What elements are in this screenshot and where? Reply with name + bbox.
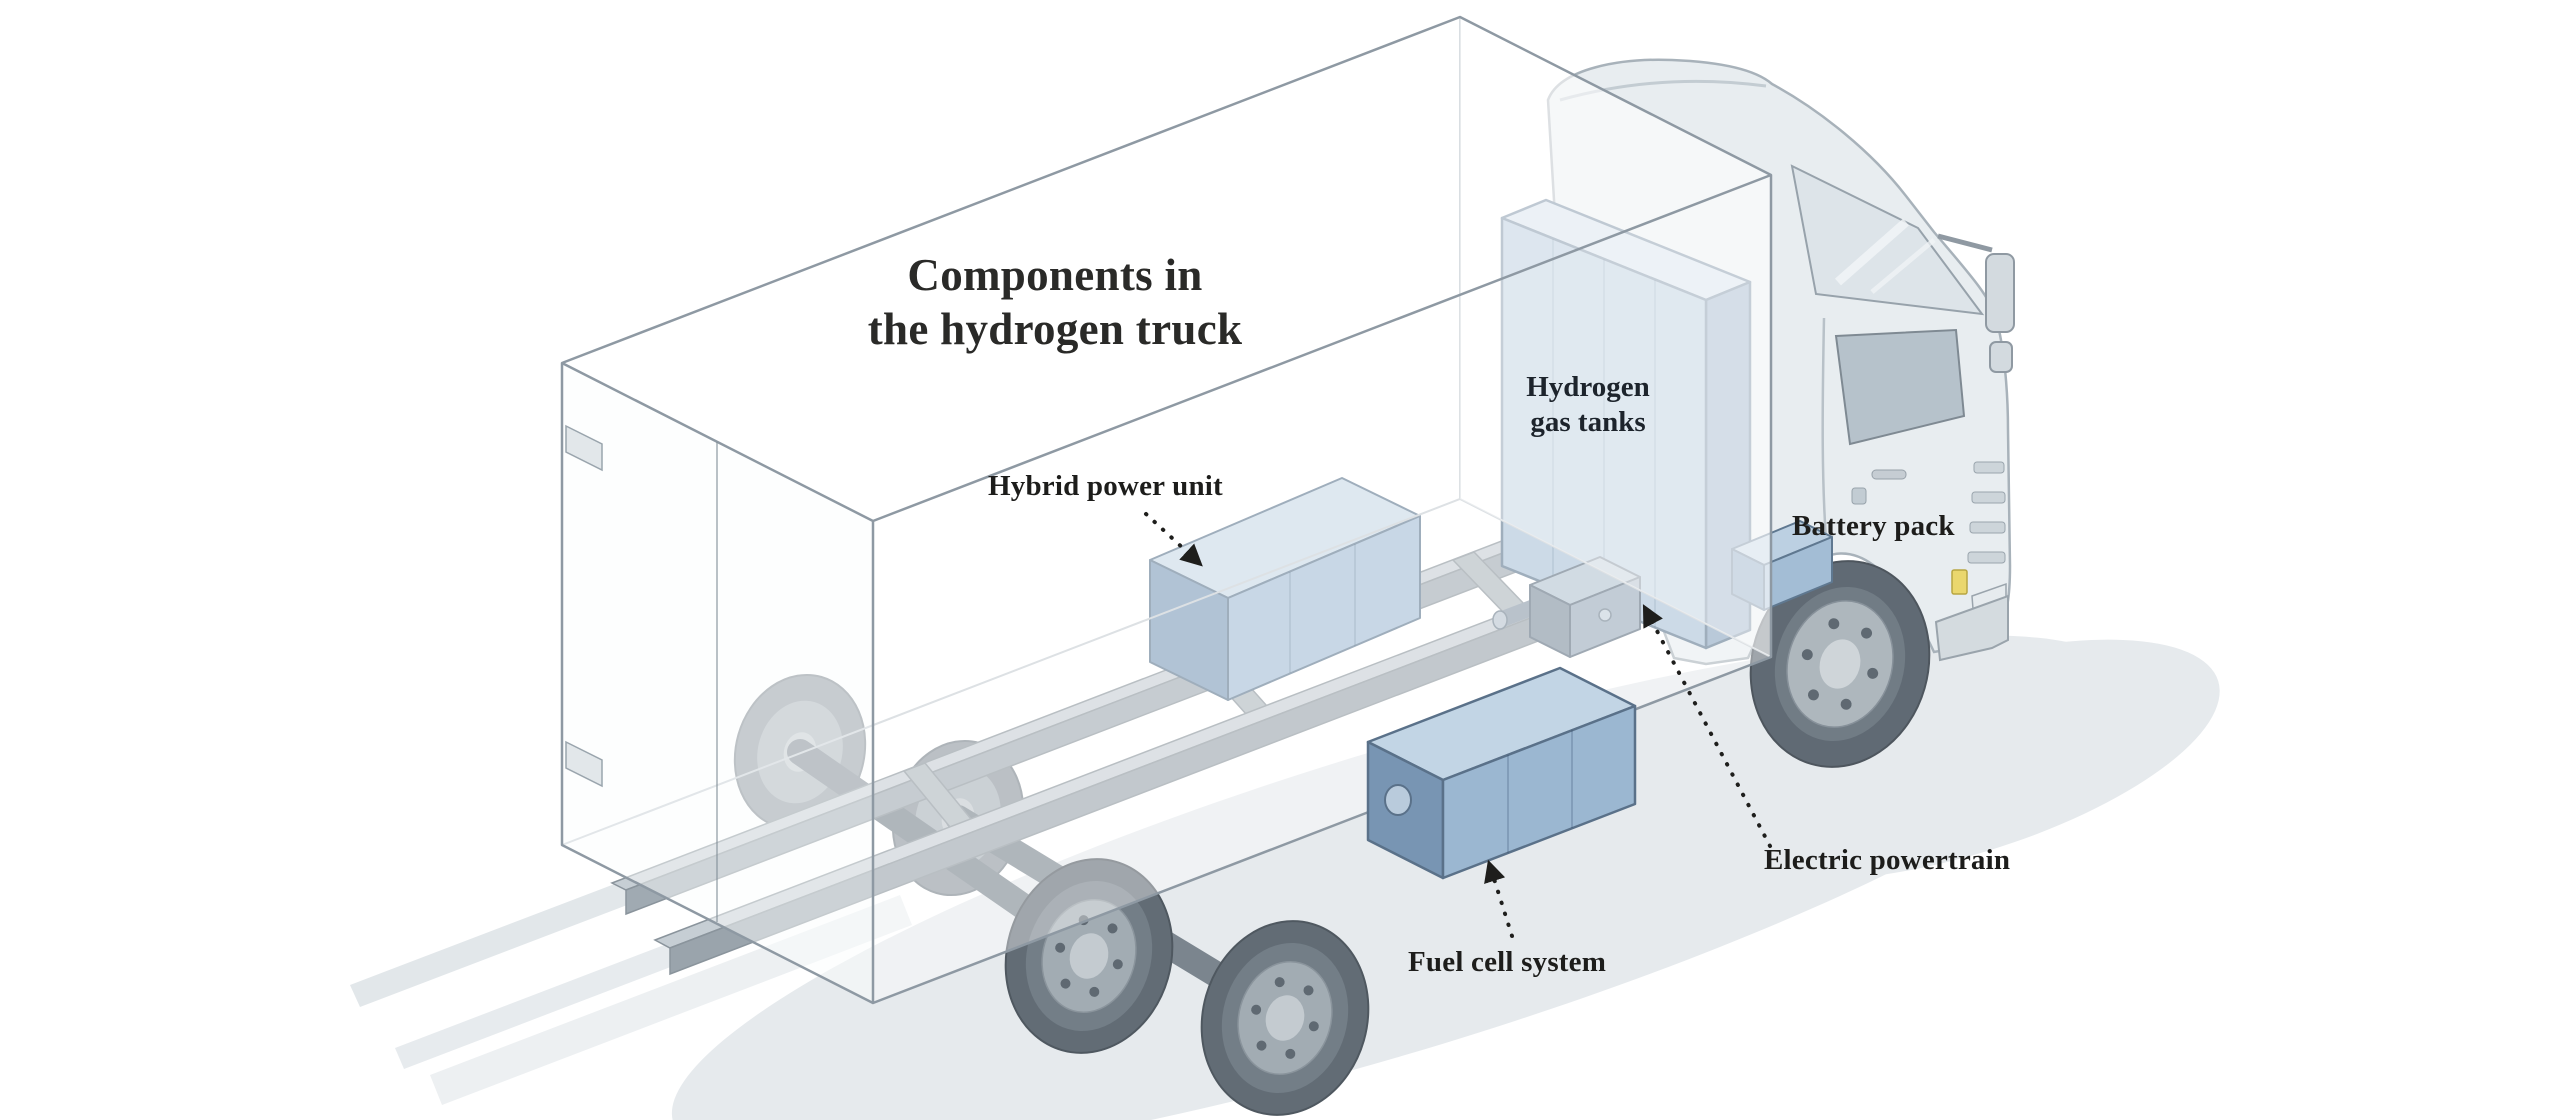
- title-line-2: the hydrogen truck: [867, 304, 1243, 354]
- front-wheel: [1749, 560, 1931, 768]
- title-line-1: Components in: [907, 250, 1203, 300]
- arrow-fuel-cell-system: [1484, 859, 1514, 938]
- box-face-front: [1460, 17, 1771, 657]
- marker-light: [1951, 569, 1968, 595]
- arrow-hybrid-power-unit: [1144, 512, 1203, 567]
- label-fuel-cell-system: Fuel cell system: [1408, 946, 1607, 978]
- door-seam: [1821, 317, 1834, 561]
- hybrid-power-unit: [1149, 477, 1421, 701]
- mirror-arm: [1937, 233, 1993, 253]
- tank-label-line-1: Hydrogen: [1526, 371, 1650, 403]
- cab-roof-line: [1559, 79, 1767, 102]
- battery-pack: [1731, 520, 1833, 611]
- tank-label-line-2: gas tanks: [1530, 406, 1646, 439]
- label-electric-powertrain: Electric powertrain: [1764, 844, 2011, 876]
- side-window: [1834, 328, 1966, 446]
- label-battery-pack: Battery pack: [1792, 510, 1955, 542]
- door-handle: [1871, 469, 1907, 480]
- rear-door-hinge: [565, 740, 603, 788]
- fuel-cell-system: [1366, 666, 1637, 880]
- bumper: [1934, 594, 2009, 662]
- electric-powertrain: [1492, 556, 1641, 658]
- label-hybrid-power-unit: Hybrid power unit: [988, 470, 1223, 502]
- box-face-side: [873, 175, 1771, 1003]
- cargo-box-edges: [560, 15, 1773, 1005]
- box-face-top: [562, 17, 1771, 521]
- door-emblem: [1851, 487, 1867, 505]
- arrow-electric-powertrain: [1642, 604, 1772, 848]
- diagram-title: Components in the hydrogen truck: [760, 248, 1350, 356]
- pointer-arrows: [1144, 512, 1772, 938]
- grille: [1967, 461, 2006, 564]
- label-hydrogen-gas-tanks: Hydrogen gas tanks: [1460, 370, 1716, 441]
- cargo-box: [560, 15, 1773, 1005]
- mirror-lower: [1989, 341, 2013, 373]
- rear-door-hinge: [565, 424, 603, 472]
- mirror: [1985, 253, 2015, 333]
- rear-wheels-near: [1004, 858, 1370, 1116]
